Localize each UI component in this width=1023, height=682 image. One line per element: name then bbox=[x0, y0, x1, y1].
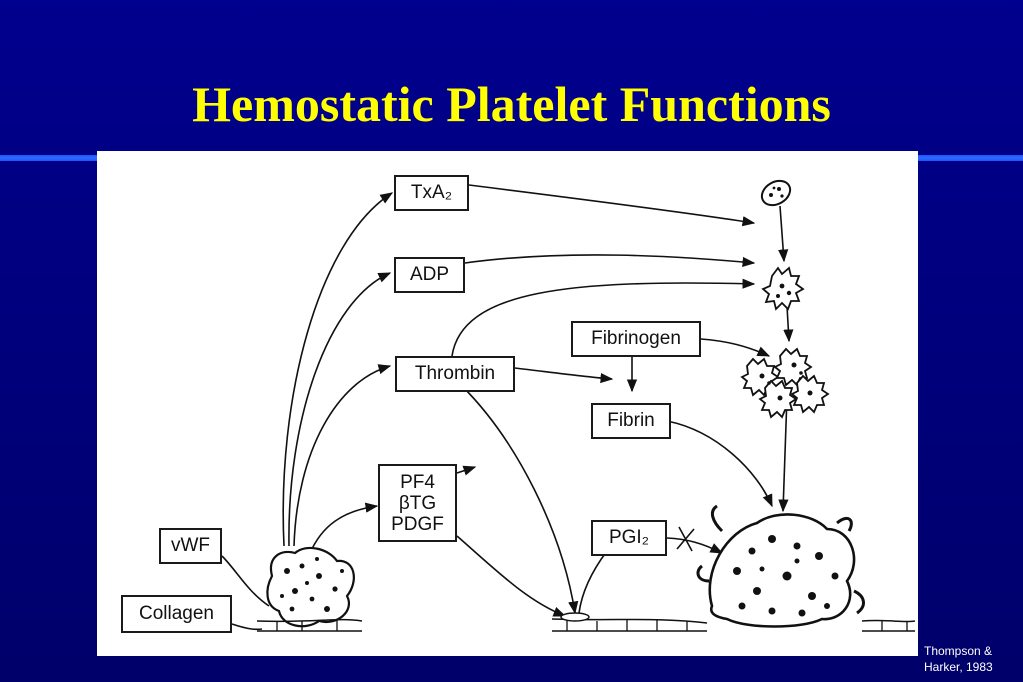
platelet-diagram: TxA₂ ADP Thrombin Fibrinogen Fibrin PF4 … bbox=[97, 151, 918, 656]
citation: Thompson & Harker, 1983 bbox=[924, 643, 1020, 675]
citation-line-2: Harker, 1983 bbox=[924, 660, 993, 674]
btg-label: βTG bbox=[398, 492, 437, 514]
vessel-wall bbox=[256, 612, 916, 632]
thrombin-box: Thrombin bbox=[395, 356, 515, 392]
adherent-platelet bbox=[266, 546, 355, 628]
platelet-aggregate bbox=[740, 347, 830, 419]
activated-platelet bbox=[761, 266, 805, 311]
pf4-label: PF4 bbox=[400, 471, 435, 493]
resting-platelet bbox=[760, 179, 792, 207]
diagram-arrows bbox=[221, 179, 916, 632]
pdgf-label: PDGF bbox=[391, 513, 444, 535]
mediator-box: PF4 βTG PDGF bbox=[378, 464, 457, 542]
pgi2-box: PGI₂ bbox=[591, 520, 667, 556]
fibrin-box: Fibrin bbox=[591, 403, 671, 439]
slide-title: Hemostatic Platelet Functions bbox=[192, 76, 831, 132]
adp-box: ADP bbox=[394, 257, 465, 293]
txa2-box: TxA₂ bbox=[394, 175, 469, 211]
citation-line-1: Thompson & bbox=[924, 644, 993, 658]
fibrinogen-box: Fibrinogen bbox=[571, 321, 701, 357]
platelet-thrombus bbox=[696, 504, 865, 628]
collagen-box: Collagen bbox=[121, 595, 232, 633]
vwf-box: vWF bbox=[159, 528, 222, 564]
